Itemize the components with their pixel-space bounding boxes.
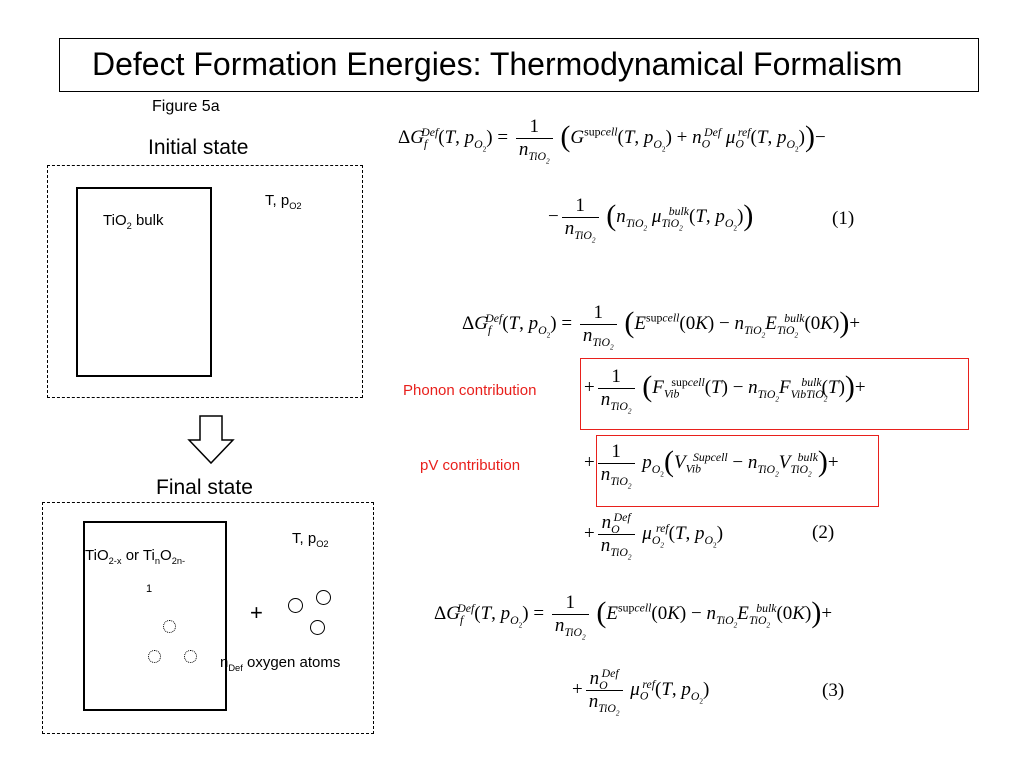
vacancy-icon — [184, 650, 197, 663]
final-state-container — [42, 502, 374, 734]
pv-contribution-label: pV contribution — [420, 457, 521, 474]
initial-conditions: T, pO2 — [265, 192, 302, 211]
final-conditions: T, pO2 — [292, 530, 329, 549]
equation-3-number: (3) — [822, 680, 845, 701]
phonon-contribution-label: Phonon contribution — [403, 382, 537, 399]
phonon-highlight-box — [580, 358, 969, 430]
down-arrow-icon — [187, 415, 235, 465]
figure-label: Figure 5a — [152, 98, 220, 115]
oxygen-atom-icon — [316, 590, 331, 605]
defect-box — [83, 521, 227, 711]
oxygen-atom-icon — [288, 598, 303, 613]
oxygen-atom-icon — [310, 620, 325, 635]
pv-highlight-box — [596, 435, 879, 507]
bulk-box — [76, 187, 212, 377]
composition-wrap: 1 — [146, 583, 153, 595]
initial-state-heading: Initial state — [148, 136, 249, 159]
equation-1-number: (1) — [832, 208, 855, 229]
initial-state-container — [47, 165, 363, 398]
equation-2-number: (2) — [812, 522, 835, 543]
bulk-label: TiO2 bulk — [103, 212, 164, 231]
composition-label: TiO2-x or TinO2n- — [85, 547, 186, 566]
slide-title: Defect Formation Energies: Thermodynamic… — [92, 46, 903, 82]
oxygen-atoms-label: nDef oxygen atoms — [220, 654, 341, 673]
vacancy-icon — [163, 620, 176, 633]
vacancy-icon — [148, 650, 161, 663]
plus-sign: + — [250, 600, 263, 625]
final-state-heading: Final state — [156, 476, 253, 499]
title-frame — [59, 38, 979, 92]
